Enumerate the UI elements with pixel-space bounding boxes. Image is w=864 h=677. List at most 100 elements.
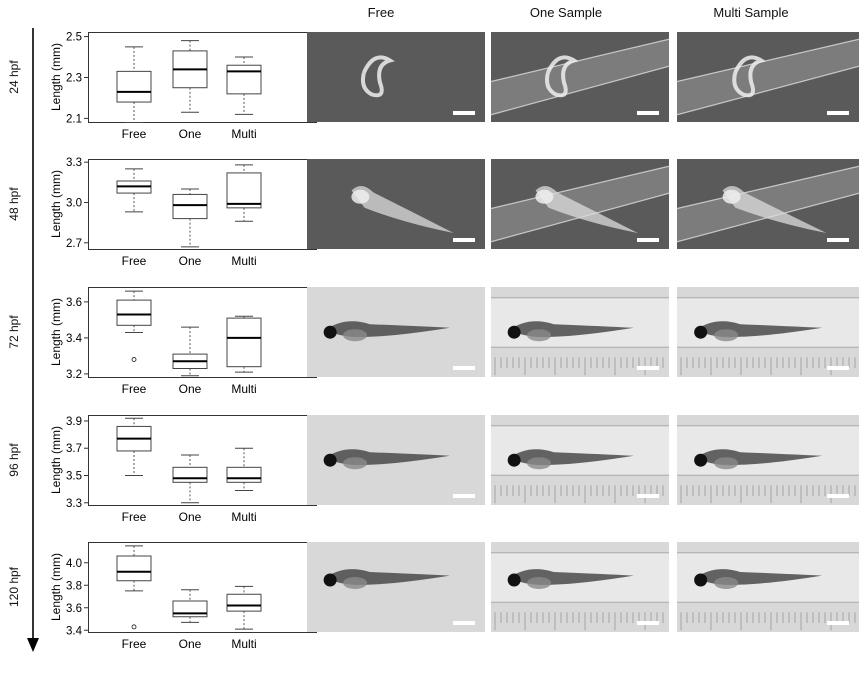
x-category-label: One [179, 637, 202, 651]
y-tick-label: 2.5 [66, 32, 82, 44]
y-tick-label: 3.6 [66, 603, 82, 615]
box [226, 172, 262, 209]
x-category-label: Multi [231, 127, 256, 141]
scale-bar [827, 494, 849, 498]
larva-eye [694, 453, 708, 467]
time-label-text: 120 hpf [7, 566, 21, 608]
y-axis-label: Length (mm) [49, 553, 63, 621]
larva-eye [694, 573, 708, 587]
larva [544, 55, 579, 98]
larva-yolk [714, 329, 739, 342]
y-tick-label: 4.0 [66, 558, 82, 570]
tube [677, 39, 859, 115]
tube-edge [677, 65, 859, 116]
larva-photo [677, 415, 859, 505]
photo-image [677, 542, 859, 632]
photo-image [491, 32, 669, 122]
photo-image [491, 159, 669, 249]
larva-eye [323, 325, 337, 339]
x-category-label: Multi [231, 637, 256, 651]
x-category-label: Free [122, 254, 147, 268]
tube [491, 297, 669, 348]
scale-bar [827, 621, 849, 625]
column-header-free: Free [367, 5, 395, 20]
x-category-label: One [179, 510, 202, 524]
y-tick-label: 3.3 [66, 498, 82, 510]
scale-bar [637, 494, 659, 498]
photo-image [491, 415, 669, 505]
time-label: 96 hpf [4, 415, 24, 505]
y-tick-label: 3.4 [66, 333, 83, 345]
box [116, 299, 152, 326]
box [226, 317, 262, 368]
y-tick-label: 3.7 [66, 443, 82, 455]
time-label-text: 48 hpf [7, 187, 21, 221]
larva-photo [677, 287, 859, 377]
larva-yolk [527, 457, 552, 470]
box [116, 70, 152, 103]
x-category-label: Multi [231, 382, 256, 396]
tube-edge [491, 38, 669, 83]
larva-photo [307, 415, 485, 505]
x-category-label: One [179, 254, 202, 268]
larva-yolk [343, 329, 368, 342]
y-axis-label: Length (mm) [49, 426, 63, 494]
box [226, 466, 262, 483]
outlier-point [131, 624, 137, 630]
larva-photo [677, 159, 859, 249]
larva-eye [694, 325, 708, 339]
larva-eye [323, 453, 337, 467]
larva [535, 185, 638, 233]
x-category-label: One [179, 382, 202, 396]
time-label: 48 hpf [4, 159, 24, 249]
time-label: 120 hpf [4, 542, 24, 632]
larva-photo [491, 287, 669, 377]
larva-eye [507, 325, 521, 339]
y-axis-label: Length (mm) [49, 298, 63, 366]
y-tick-label: 2.7 [66, 238, 82, 250]
photo-image [307, 32, 485, 122]
column-header-multi-sample: Multi Sample [713, 5, 789, 20]
y-axis-label: Length (mm) [49, 170, 63, 238]
larva-yolk [527, 329, 552, 342]
tube [491, 425, 669, 476]
time-label-text: 96 hpf [7, 443, 21, 477]
photo-image [491, 287, 669, 377]
photo-image [677, 32, 859, 122]
y-tick-label: 3.4 [66, 625, 83, 637]
scale-bar [453, 238, 475, 242]
scale-bar [827, 111, 849, 115]
larva-yolk [343, 457, 368, 470]
x-category-label: Multi [231, 254, 256, 268]
tube [677, 166, 859, 242]
scale-bar [637, 621, 659, 625]
larva-photo [307, 32, 485, 122]
time-label: 72 hpf [4, 287, 24, 377]
photo-image [677, 415, 859, 505]
column-header-one-sample: One Sample [529, 5, 603, 20]
larva-photo [307, 542, 485, 632]
photo-image [491, 542, 669, 632]
y-tick-label: 3.9 [66, 416, 82, 428]
x-category-label: Free [122, 637, 147, 651]
larva-photo [307, 287, 485, 377]
larva-photo [491, 32, 669, 122]
scale-bar [827, 238, 849, 242]
box [172, 600, 208, 618]
tube-edge [677, 165, 859, 210]
larva-eye [507, 453, 521, 467]
scale-bar [453, 111, 475, 115]
larva-photo [307, 159, 485, 249]
box [116, 555, 152, 582]
larva [722, 185, 827, 233]
scale-bar [637, 238, 659, 242]
x-category-label: One [179, 127, 202, 141]
photo-image [677, 287, 859, 377]
